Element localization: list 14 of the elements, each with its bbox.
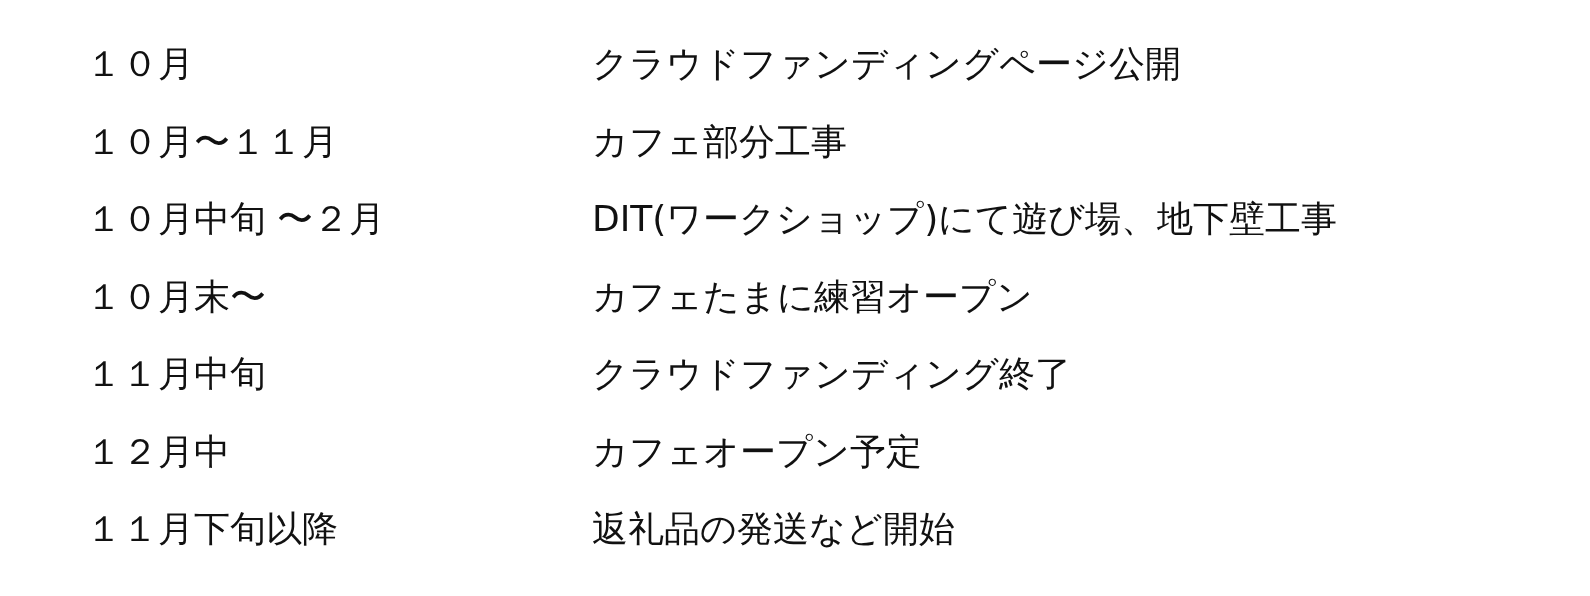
date-text: １０月中旬 〜２月 (86, 197, 386, 241)
event-text: カフェたまに練習オープン (592, 274, 1033, 319)
event-text: クラウドファンディングページ公開 (592, 42, 1181, 86)
event-text: 返礼品の発送など開始 (592, 507, 955, 551)
date-text: １０月末〜 (86, 274, 266, 319)
date-text: １１月下旬以降 (86, 507, 338, 551)
event-text: クラウドファンディング終了 (592, 352, 1071, 396)
event-text: カフェオープン予定 (592, 429, 922, 474)
event-text: カフェ部分工事 (592, 119, 847, 164)
date-text: １１月中旬 (86, 352, 266, 396)
date-text: １２月中 (86, 429, 230, 474)
date-text: １０月〜１１月 (86, 119, 338, 164)
event-text: DIT(ワークショップ)にて遊び場、地下壁工事 (592, 197, 1338, 241)
date-text: １０月 (86, 42, 194, 86)
